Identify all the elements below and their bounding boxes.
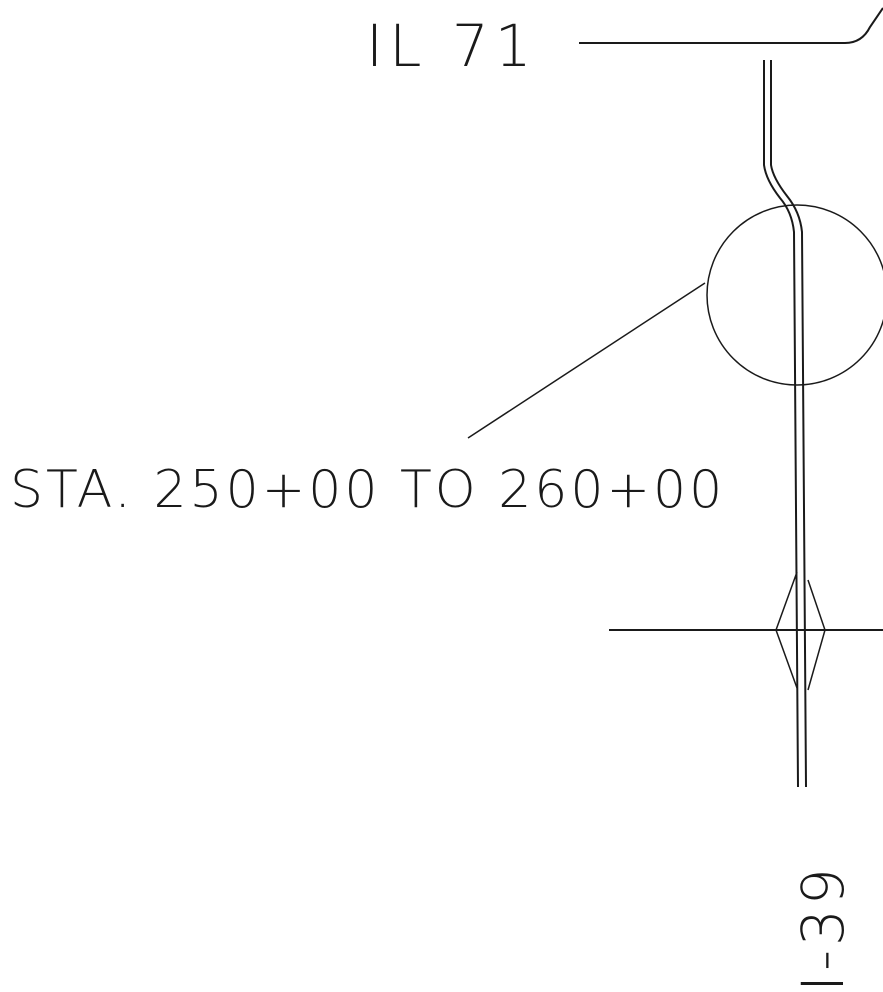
il-71-road-line: [579, 7, 883, 44]
interchange-diamond-left: [775, 571, 798, 689]
interchange-diamond-right: [807, 579, 826, 691]
station-callout-label: STA. 250+00 TO 260+00: [10, 460, 725, 520]
i-39-road-line-right: [770, 60, 807, 788]
i-39-road-line-left: [763, 60, 799, 788]
il-71-label: IL 71: [366, 12, 538, 80]
location-circle: [706, 204, 883, 386]
callout-leader-line: [467, 282, 706, 439]
i-39-label: I-39: [789, 864, 857, 992]
